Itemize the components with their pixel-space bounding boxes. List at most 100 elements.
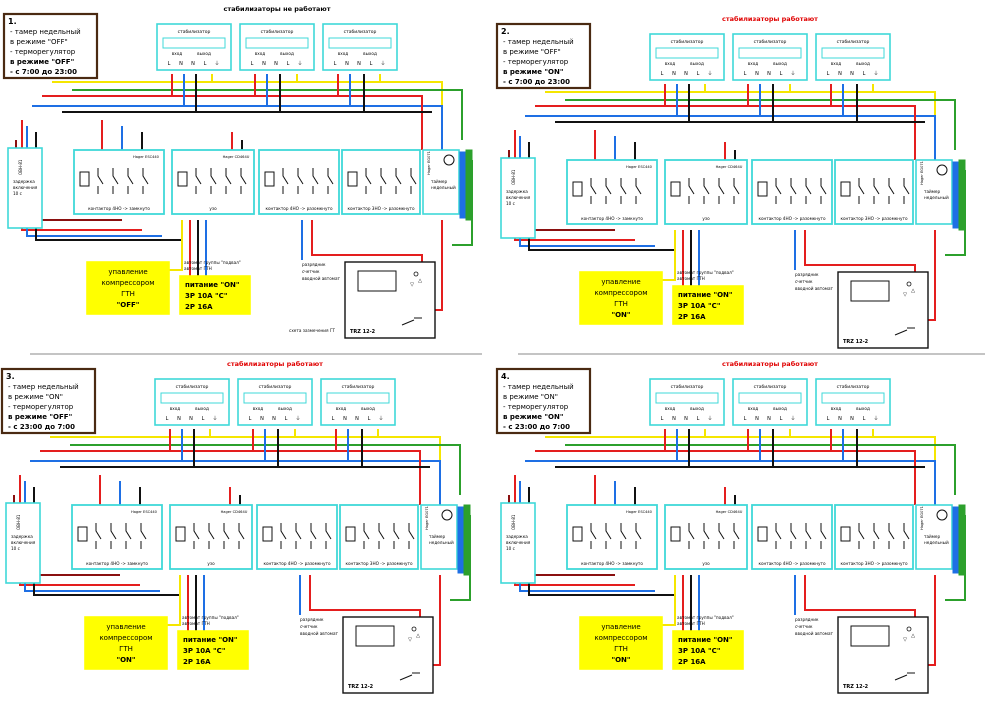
coil-symbol	[572, 526, 583, 542]
power-text: 3Р 10А "С"	[183, 647, 225, 655]
stabilizer-label: стабилизатор	[342, 384, 375, 390]
contact-symbol	[142, 168, 149, 194]
coil-symbol	[572, 181, 583, 197]
breaker-label: автомат ГТН	[182, 621, 210, 626]
terminal-label: N	[672, 71, 676, 77]
stabilizer-label: стабилизатор	[261, 29, 294, 35]
terminal-label: L	[202, 416, 205, 422]
terminal-label: L	[285, 416, 288, 422]
din-module-label: узо	[702, 561, 710, 566]
power-text: 3Р 10А "С"	[678, 302, 720, 310]
hager-tag: Hager CD464U	[716, 165, 743, 169]
coil-symbol	[345, 526, 356, 542]
hager-tag: Hager ESC440	[626, 510, 653, 514]
contact-symbol	[790, 178, 797, 204]
down-arrow-icon: ▽	[903, 292, 907, 298]
timer-dial-icon	[441, 509, 453, 521]
stabilizer-label: стабилизатор	[344, 29, 377, 35]
din-module-label: контактор 3НО -> разомкнуто	[840, 561, 908, 566]
terminal-label: ⏚	[707, 415, 712, 422]
contact-symbol	[327, 168, 334, 194]
delay-relay-text: задержка	[11, 534, 33, 539]
terminal-label: N	[345, 61, 349, 67]
din-module-label: контактор 4НО -> замкнуто	[581, 216, 643, 221]
wire	[535, 450, 916, 505]
ground-terminal-bar	[958, 504, 966, 576]
stabilizer-inner	[821, 47, 885, 59]
stabilizer-inner	[326, 392, 390, 404]
wire	[545, 436, 936, 505]
terminal-label: L	[661, 71, 664, 77]
contact-symbol	[112, 168, 119, 194]
stabilizer-inner	[245, 37, 309, 49]
meter-label: счетчик	[795, 279, 813, 284]
timer-label: таймер	[431, 179, 447, 184]
stabilizer-inner	[821, 392, 885, 404]
mode-info-box	[495, 367, 592, 435]
power-text: 2Р 16А	[185, 303, 213, 311]
contact-symbol	[605, 523, 612, 549]
compressor-control-text: упавление	[601, 623, 640, 631]
meter-label: разрядник	[795, 617, 819, 622]
stabilizer-label: стабилизатор	[837, 39, 870, 45]
mode-info-line: - терморегулятор	[503, 403, 569, 411]
coil-symbol	[79, 171, 90, 187]
stabilizers-status: стабилизаторы работают	[722, 15, 818, 23]
compressor-control-box	[579, 271, 663, 325]
power-text: 3Р 10А "С"	[185, 292, 227, 300]
mode-info-line: в режиме "ON"	[8, 393, 63, 401]
wire	[52, 81, 443, 150]
timer-label: недельный	[924, 540, 949, 545]
contact-symbol	[408, 523, 415, 549]
terminal-label: ⏚	[873, 415, 878, 422]
hager-tag: Hager ESC440	[131, 510, 158, 514]
contact-symbol	[312, 168, 319, 194]
delay-relay-text: 10 с	[11, 546, 21, 551]
delay-relay-text: включения	[506, 540, 531, 545]
stabilizer-output-label: выход	[280, 51, 294, 56]
din-module-label: контактор 4НО -> разомкнуто	[265, 206, 333, 211]
din-module-label: контактор 4НО -> разомкнуто	[263, 561, 331, 566]
delay-relay-text: 10 с	[506, 201, 516, 206]
compressor-control-text: компрессором	[594, 289, 647, 297]
wire	[50, 436, 441, 505]
terminal-label: L	[166, 416, 169, 422]
stabilizer-output-label: выход	[690, 61, 704, 66]
terminal-label: ⏚	[380, 60, 385, 67]
contact-symbol	[365, 168, 372, 194]
din-module-label: контактор 3НО -> разомкнуто	[840, 216, 908, 221]
terminal-label: ⏚	[212, 415, 217, 422]
din-module-label: контактор 4НО -> замкнуто	[86, 561, 148, 566]
hager-tag: Hager ESC440	[133, 155, 160, 159]
wire	[535, 105, 916, 160]
contact-symbol	[125, 523, 132, 549]
breaker-label: автомат ГТН	[184, 266, 212, 271]
terminal-label: N	[355, 416, 359, 422]
contact-symbol	[95, 523, 102, 549]
terminal-label: N	[684, 416, 688, 422]
terminal-label: N	[767, 71, 771, 77]
compressor-control-text: ГТН	[614, 300, 628, 308]
down-arrow-icon: ▽	[410, 282, 414, 288]
terminal-label: L	[780, 71, 783, 77]
wire	[565, 99, 956, 150]
stabilizer-output-label: выход	[278, 406, 292, 411]
timer-label: таймер	[924, 189, 940, 194]
meter-label: разрядник	[300, 617, 324, 622]
compressor-control-text: упавление	[106, 623, 145, 631]
breaker-label: автомат группы "подвал"	[184, 260, 241, 265]
wire	[525, 460, 936, 505]
din-module-label: контактор 4НО -> разомкнуто	[758, 561, 826, 566]
contact-symbol	[888, 523, 895, 549]
power-text: 2Р 16А	[678, 313, 706, 321]
coil-symbol	[347, 171, 358, 187]
meter-label: вводной автомат	[795, 286, 834, 291]
power-box	[179, 275, 251, 315]
contact-symbol	[208, 523, 215, 549]
terminal-label: ⏚	[214, 60, 219, 67]
din-module-label: контактор 3НО -> разомкнуто	[345, 561, 413, 566]
contact-symbol	[903, 178, 910, 204]
contact-symbol	[225, 168, 232, 194]
contact-symbol	[280, 523, 287, 549]
